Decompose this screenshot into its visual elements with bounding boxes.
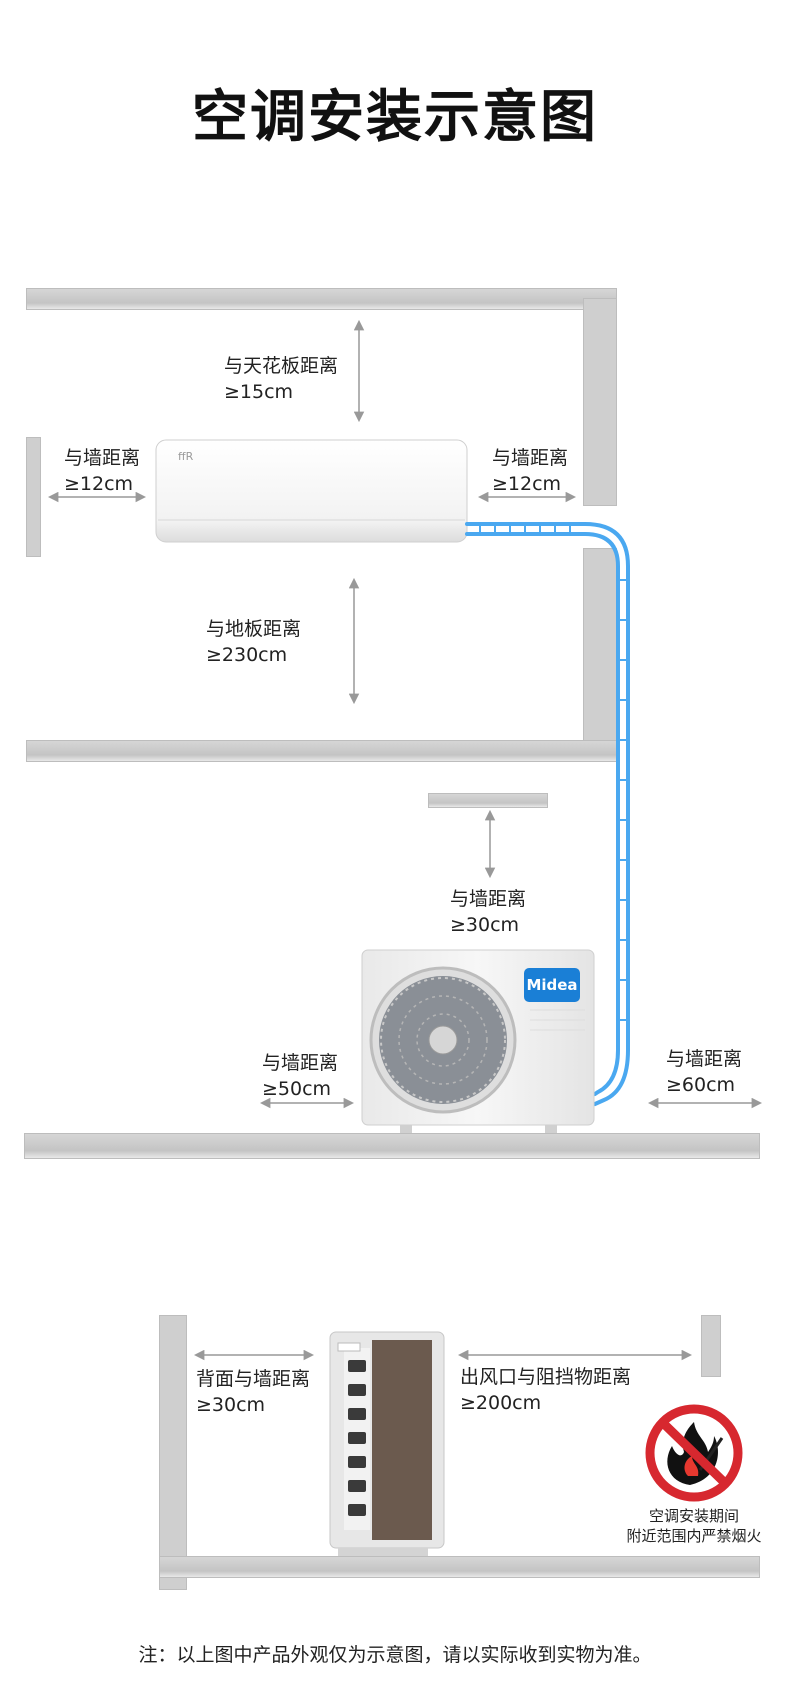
warning-line-1: 空调安装期间 xyxy=(648,1507,739,1525)
outlet-distance-label: 出风口与阻挡物距离 ≥200cm xyxy=(460,1364,631,1416)
right-wall-label-text: 与墙距离 xyxy=(492,447,569,469)
floor-distance-label: 与地板距离 ≥230cm xyxy=(206,616,301,668)
left-wall-segment xyxy=(26,437,41,557)
outdoor-unit-side-view xyxy=(329,1331,445,1556)
outdoor-top-distance-label: 与墙距离 ≥30cm xyxy=(450,886,526,938)
outlet-label-text: 出风口与阻挡物距离 xyxy=(460,1366,632,1388)
left-wall-label-value: ≥12cm xyxy=(64,473,134,495)
outdoor-top-label-value: ≥30cm xyxy=(450,914,520,936)
back-label-text: 背面与墙距离 xyxy=(196,1368,311,1390)
outdoor-left-label-value: ≥50cm xyxy=(262,1078,332,1100)
outlet-label-value: ≥200cm xyxy=(460,1392,542,1414)
disclaimer-note: 注：以上图中产品外观仅为示意图，请以实际收到实物为准。 xyxy=(138,1644,652,1666)
left-wall-label-text: 与墙距离 xyxy=(64,447,141,469)
refrigerant-pipe xyxy=(465,522,630,1106)
page-title: 空调安装示意图 xyxy=(192,85,598,150)
outdoor-left-label-text: 与墙距离 xyxy=(262,1052,339,1074)
floor-label-value: ≥230cm xyxy=(206,644,288,666)
right-wall-label-value: ≥12cm xyxy=(492,473,562,495)
no-fire-icon xyxy=(645,1404,743,1502)
warning-line-2: 附近范围内严禁烟火 xyxy=(626,1527,762,1545)
outdoor-top-wall xyxy=(428,793,548,808)
left-wall-distance-label: 与墙距离 ≥12cm xyxy=(64,445,140,497)
right-wall-distance-label: 与墙距离 ≥12cm xyxy=(492,445,568,497)
brand-logo: Midea xyxy=(524,968,580,1002)
outdoor-left-distance-label: 与墙距离 ≥50cm xyxy=(262,1050,338,1102)
brand-name: Midea xyxy=(526,976,578,994)
svg-text:ffR: ffR xyxy=(178,450,194,463)
fire-warning-text: 空调安装期间 附近范围内严禁烟火 xyxy=(614,1506,774,1546)
outdoor-top-label-text: 与墙距离 xyxy=(450,888,527,910)
ceiling-label-value: ≥15cm xyxy=(224,381,294,403)
indoor-unit: ffR xyxy=(155,439,468,543)
pipe-ladder xyxy=(479,524,628,1021)
outdoor-right-label-text: 与墙距离 xyxy=(666,1048,743,1070)
ceiling-distance-label: 与天花板距离 ≥15cm xyxy=(224,353,338,405)
outdoor-ground xyxy=(24,1133,760,1159)
room-right-wall-upper xyxy=(583,298,617,506)
floor-label-text: 与地板距离 xyxy=(206,618,302,640)
outdoor-right-distance-label: 与墙距离 ≥60cm xyxy=(666,1046,742,1098)
side-left-wall xyxy=(159,1315,187,1590)
back-label-value: ≥30cm xyxy=(196,1394,266,1416)
back-distance-label: 背面与墙距离 ≥30cm xyxy=(196,1366,310,1418)
side-ground xyxy=(159,1556,760,1578)
side-right-obstacle xyxy=(701,1315,721,1377)
outdoor-right-label-value: ≥60cm xyxy=(666,1074,736,1096)
ceiling-label-text: 与天花板距离 xyxy=(224,355,339,377)
